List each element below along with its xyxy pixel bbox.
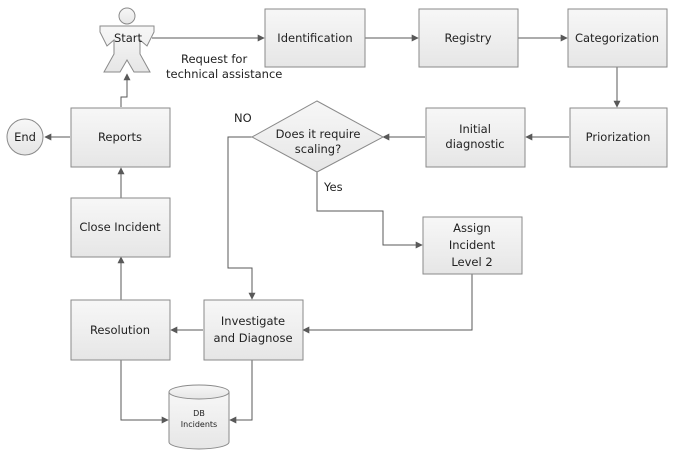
reports-label: Reports	[98, 130, 142, 144]
priorization-label: Priorization	[586, 130, 651, 144]
decision-diamond	[250, 100, 385, 173]
registry-label: Registry	[444, 31, 491, 45]
edge-investigate-db	[229, 360, 253, 424]
close-incident-label: Close Incident	[79, 220, 161, 234]
edge-decision-yes	[316, 172, 423, 249]
investigate-label-2: and Diagnose	[213, 331, 292, 345]
decision-label-1: Does it require	[276, 127, 361, 141]
edge-reports-start	[120, 73, 131, 107]
investigate-label-1: Investigate	[221, 314, 285, 328]
edges	[44, 34, 621, 424]
close-incident-box	[70, 197, 171, 258]
categorization-label: Categorization	[575, 31, 659, 45]
db-label-1: DB	[193, 409, 205, 418]
assign-incident-label-3: Level 2	[451, 255, 492, 269]
priorization-box	[569, 107, 668, 168]
initial-diagnostic-label-1: Initial	[459, 122, 491, 136]
registry-box	[418, 8, 519, 68]
initial-diagnostic-label-2: diagnostic	[445, 137, 504, 151]
assign-incident-box	[422, 216, 523, 275]
end-node	[6, 118, 44, 156]
request-label-2: technical assistance	[166, 67, 282, 81]
identification-label: Identification	[277, 31, 352, 45]
initial-diagnostic-box	[425, 107, 526, 168]
start-label: Start	[114, 31, 143, 45]
assign-incident-label-2: Incident	[449, 238, 496, 252]
edge-decision-no	[227, 136, 256, 300]
end-label: End	[14, 130, 36, 144]
resolution-box	[70, 299, 171, 361]
assign-incident-label-1: Assign	[453, 221, 491, 235]
identification-box	[264, 8, 366, 68]
yes-label: Yes	[323, 180, 343, 194]
investigate-box	[203, 299, 304, 361]
edge-resolution-db	[120, 360, 169, 424]
categorization-box	[567, 8, 668, 68]
db-label-2: Incidents	[181, 420, 217, 429]
resolution-label: Resolution	[90, 323, 150, 337]
no-label: NO	[234, 111, 252, 125]
request-label-1: Request for	[181, 52, 247, 66]
db-incidents-node: DB Incidents	[168, 384, 230, 450]
decision-label-2: scaling?	[295, 142, 341, 156]
start-node: Start	[99, 7, 155, 73]
reports-box	[70, 107, 171, 168]
edge-assign-investigate	[302, 274, 473, 334]
